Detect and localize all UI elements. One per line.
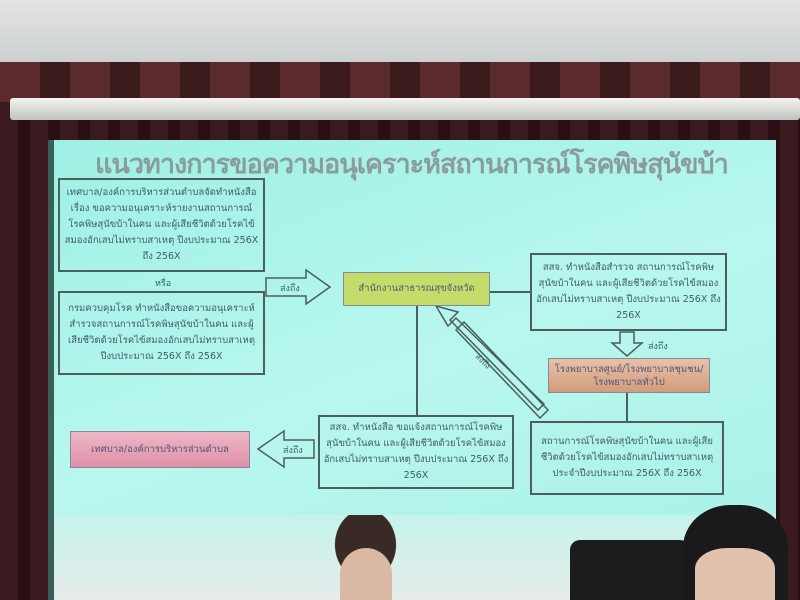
box-provincial-office: สำนักงานสาธารณสุขจังหวัด (343, 272, 490, 306)
connector-line (626, 393, 628, 421)
arrow-right-1 (265, 268, 332, 306)
audience-person-face (695, 548, 775, 600)
slide-title: แนวทางการขอความอนุเคราะห์สถานการณ์โรคพิษ… (95, 149, 729, 180)
arrow-down-2 (609, 331, 645, 357)
audience-person-face (340, 548, 392, 600)
box-ddc-request: กรมควบคุมโรค ทำหนังสือขอความอนุเคราะห์สำ… (58, 291, 265, 375)
or-label: หรือ (155, 279, 172, 289)
arrow-diagonal-3-body (454, 320, 550, 420)
box-local-request: เทศบาล/องค์การบริหารส่วนตำบลจัดทำหนังสือ… (58, 178, 265, 272)
arrow-label-send-4: ส่งถึง (283, 446, 303, 456)
chair (570, 540, 690, 600)
box-hospitals: โรงพยาบาลศูนย์/โรงพยาบาลชุมชน/โรงพยาบาลท… (548, 358, 710, 393)
curtain-valance (0, 62, 800, 102)
box-local-result: เทศบาล/องค์การบริหารส่วนตำบล (70, 431, 250, 468)
arrow-left-4 (256, 429, 315, 469)
projector-screen-housing (10, 98, 800, 120)
box-pho-survey: สสจ. ทำหนังสือสำรวจ สถานการณ์โรคพิษสุนัข… (530, 253, 727, 331)
connector-line (490, 291, 530, 293)
arrow-diagonal-3 (434, 304, 546, 412)
box-situation: สถานการณ์โรคพิษสุนัขบ้าในคน และผู้เสียชี… (530, 421, 724, 495)
connector-line (416, 306, 418, 416)
box-pho-notify: สสจ. ทำหนังสือ ขอแจ้งสถานการณ์โรคพิษสุนั… (318, 415, 514, 489)
arrow-label-send-1: ส่งถึง (280, 284, 300, 294)
wall (0, 0, 800, 70)
arrow-label-send-2: ส่งถึง (648, 342, 668, 352)
